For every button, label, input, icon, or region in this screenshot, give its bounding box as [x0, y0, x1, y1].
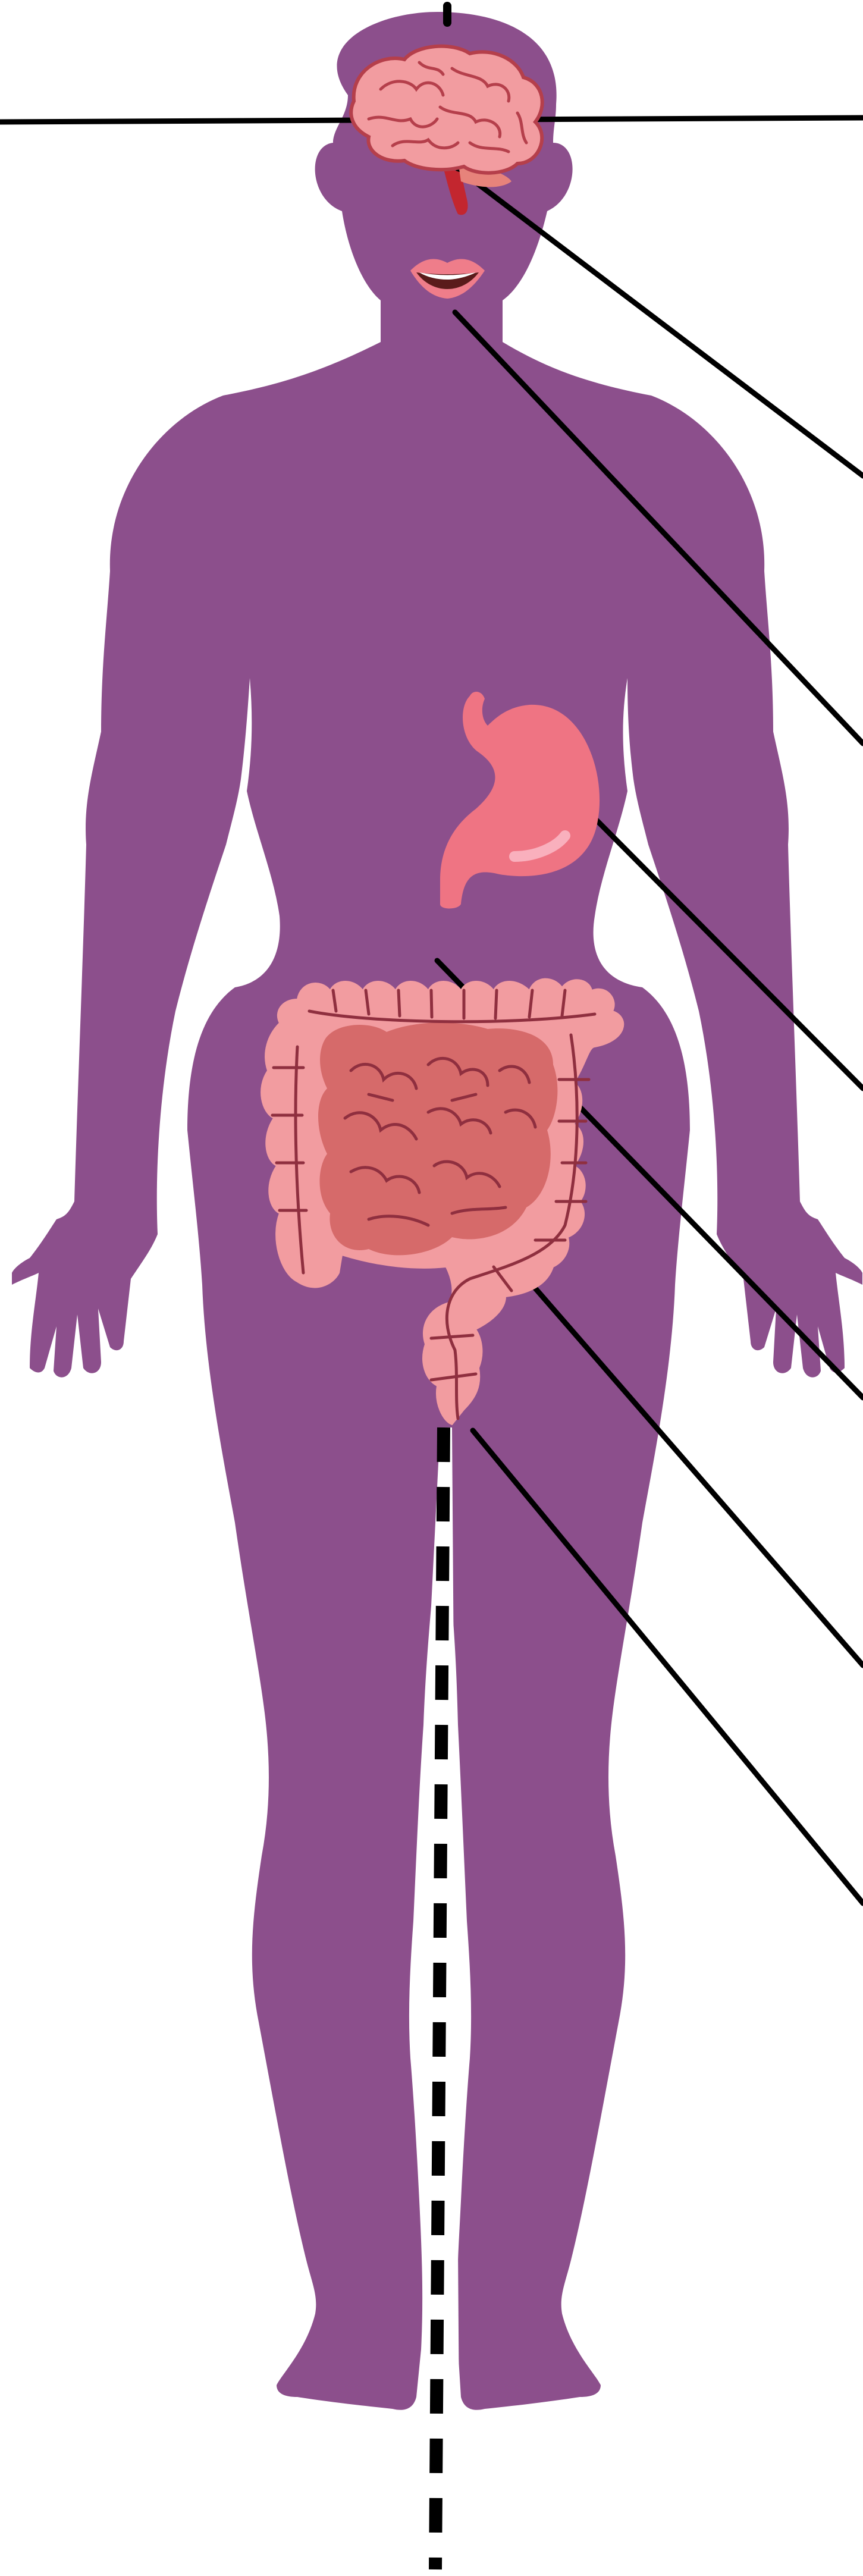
body-diagram-svg	[0, 0, 863, 2576]
anatomy-diagram	[0, 0, 863, 2576]
